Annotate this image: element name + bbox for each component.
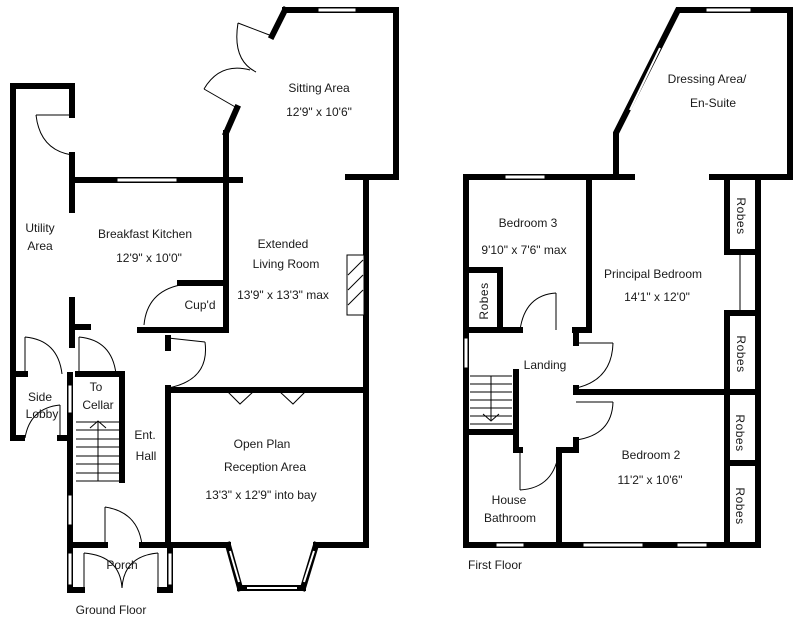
dressing-area-label-line2: En-Suite bbox=[689, 96, 737, 110]
french-door-icon bbox=[203, 22, 273, 109]
utility-label-line1: Utility bbox=[25, 221, 55, 235]
sitting-area-size: 12'9" x 10'6" bbox=[286, 105, 352, 119]
window bbox=[705, 7, 752, 13]
utility-label-line2: Area bbox=[27, 239, 53, 253]
reception-label-line2: Reception Area bbox=[223, 460, 307, 474]
window bbox=[495, 542, 525, 548]
door-icon bbox=[24, 336, 117, 439]
ground-floor-title: Ground Floor bbox=[75, 603, 147, 617]
bay-window-glazing bbox=[229, 550, 315, 589]
reception-label-line1: Open Plan bbox=[233, 437, 291, 451]
dressing-area-label-line1: Dressing Area/ bbox=[667, 72, 747, 86]
window bbox=[67, 494, 73, 526]
bedroom3-size: 9'10" x 7'6" max bbox=[481, 243, 567, 257]
principal-bedroom-size: 14'1" x 12'0" bbox=[624, 290, 690, 304]
dressing-area-walls bbox=[463, 7, 793, 180]
window bbox=[629, 47, 661, 111]
house-bathroom-label-line2: Bathroom bbox=[483, 511, 537, 525]
bedroom2-size: 11'2" x 10'6" bbox=[617, 473, 683, 487]
house-bathroom-label-line1: House bbox=[491, 493, 527, 507]
bedroom3-label: Bedroom 3 bbox=[498, 216, 558, 230]
door-icon bbox=[519, 292, 614, 491]
window bbox=[504, 174, 546, 180]
living-room-walls bbox=[137, 174, 369, 548]
first-floor-title: First Floor bbox=[468, 558, 522, 572]
first-floor-walls bbox=[463, 174, 761, 548]
extended-living-label-line2: Living Room bbox=[252, 257, 320, 271]
bedroom2-label: Bedroom 2 bbox=[621, 448, 681, 462]
side-lobby-label-line1: Side bbox=[27, 390, 53, 404]
door-icon bbox=[83, 506, 159, 589]
window bbox=[167, 552, 173, 586]
fireplace-hatching bbox=[347, 259, 364, 306]
stairs-icon bbox=[76, 420, 122, 482]
window bbox=[116, 177, 178, 183]
window bbox=[582, 542, 644, 548]
bedroom3-robes-label: Robes bbox=[477, 282, 491, 320]
bay-window bbox=[224, 541, 320, 592]
first-floor-plan bbox=[463, 7, 793, 548]
reception-size: 13'3" x 12'9" into bay bbox=[205, 488, 317, 502]
window bbox=[67, 384, 73, 414]
landing-label: Landing bbox=[523, 358, 567, 372]
breakfast-kitchen-size: 12'9" x 10'0" bbox=[116, 251, 182, 265]
ground-floor-plan bbox=[10, 5, 399, 593]
extended-living-label-line1: Extended bbox=[257, 237, 309, 251]
cupboard-label: Cup'd bbox=[184, 298, 216, 312]
sitting-area-label: Sitting Area bbox=[288, 81, 350, 95]
porch-label: Porch bbox=[106, 558, 138, 572]
side-lobby-label-line2: Lobby bbox=[25, 407, 59, 421]
to-cellar-label-line1: To bbox=[89, 380, 103, 394]
robes-label-4: Robes bbox=[733, 487, 747, 525]
window bbox=[463, 337, 469, 369]
entrance-hall-label-line1: Ent. bbox=[134, 428, 156, 442]
door-icon bbox=[35, 114, 73, 156]
entrance-hall-label-line2: Hall bbox=[135, 449, 157, 463]
principal-bedroom-label: Principal Bedroom bbox=[603, 267, 703, 281]
window bbox=[676, 542, 708, 548]
door-icon bbox=[143, 284, 207, 389]
window bbox=[67, 552, 73, 586]
fireplace-icon bbox=[346, 254, 365, 316]
extended-living-size: 13'9" x 13'3" max bbox=[237, 288, 329, 302]
robes-label-1: Robes bbox=[734, 197, 748, 235]
stairs-icon bbox=[470, 375, 512, 425]
robes-label-3: Robes bbox=[733, 414, 747, 452]
bifold-door-icon bbox=[226, 390, 307, 405]
window bbox=[317, 7, 357, 13]
robes-label-2: Robes bbox=[734, 335, 748, 373]
breakfast-kitchen-label: Breakfast Kitchen bbox=[97, 227, 193, 241]
to-cellar-label-line2: Cellar bbox=[82, 398, 114, 412]
